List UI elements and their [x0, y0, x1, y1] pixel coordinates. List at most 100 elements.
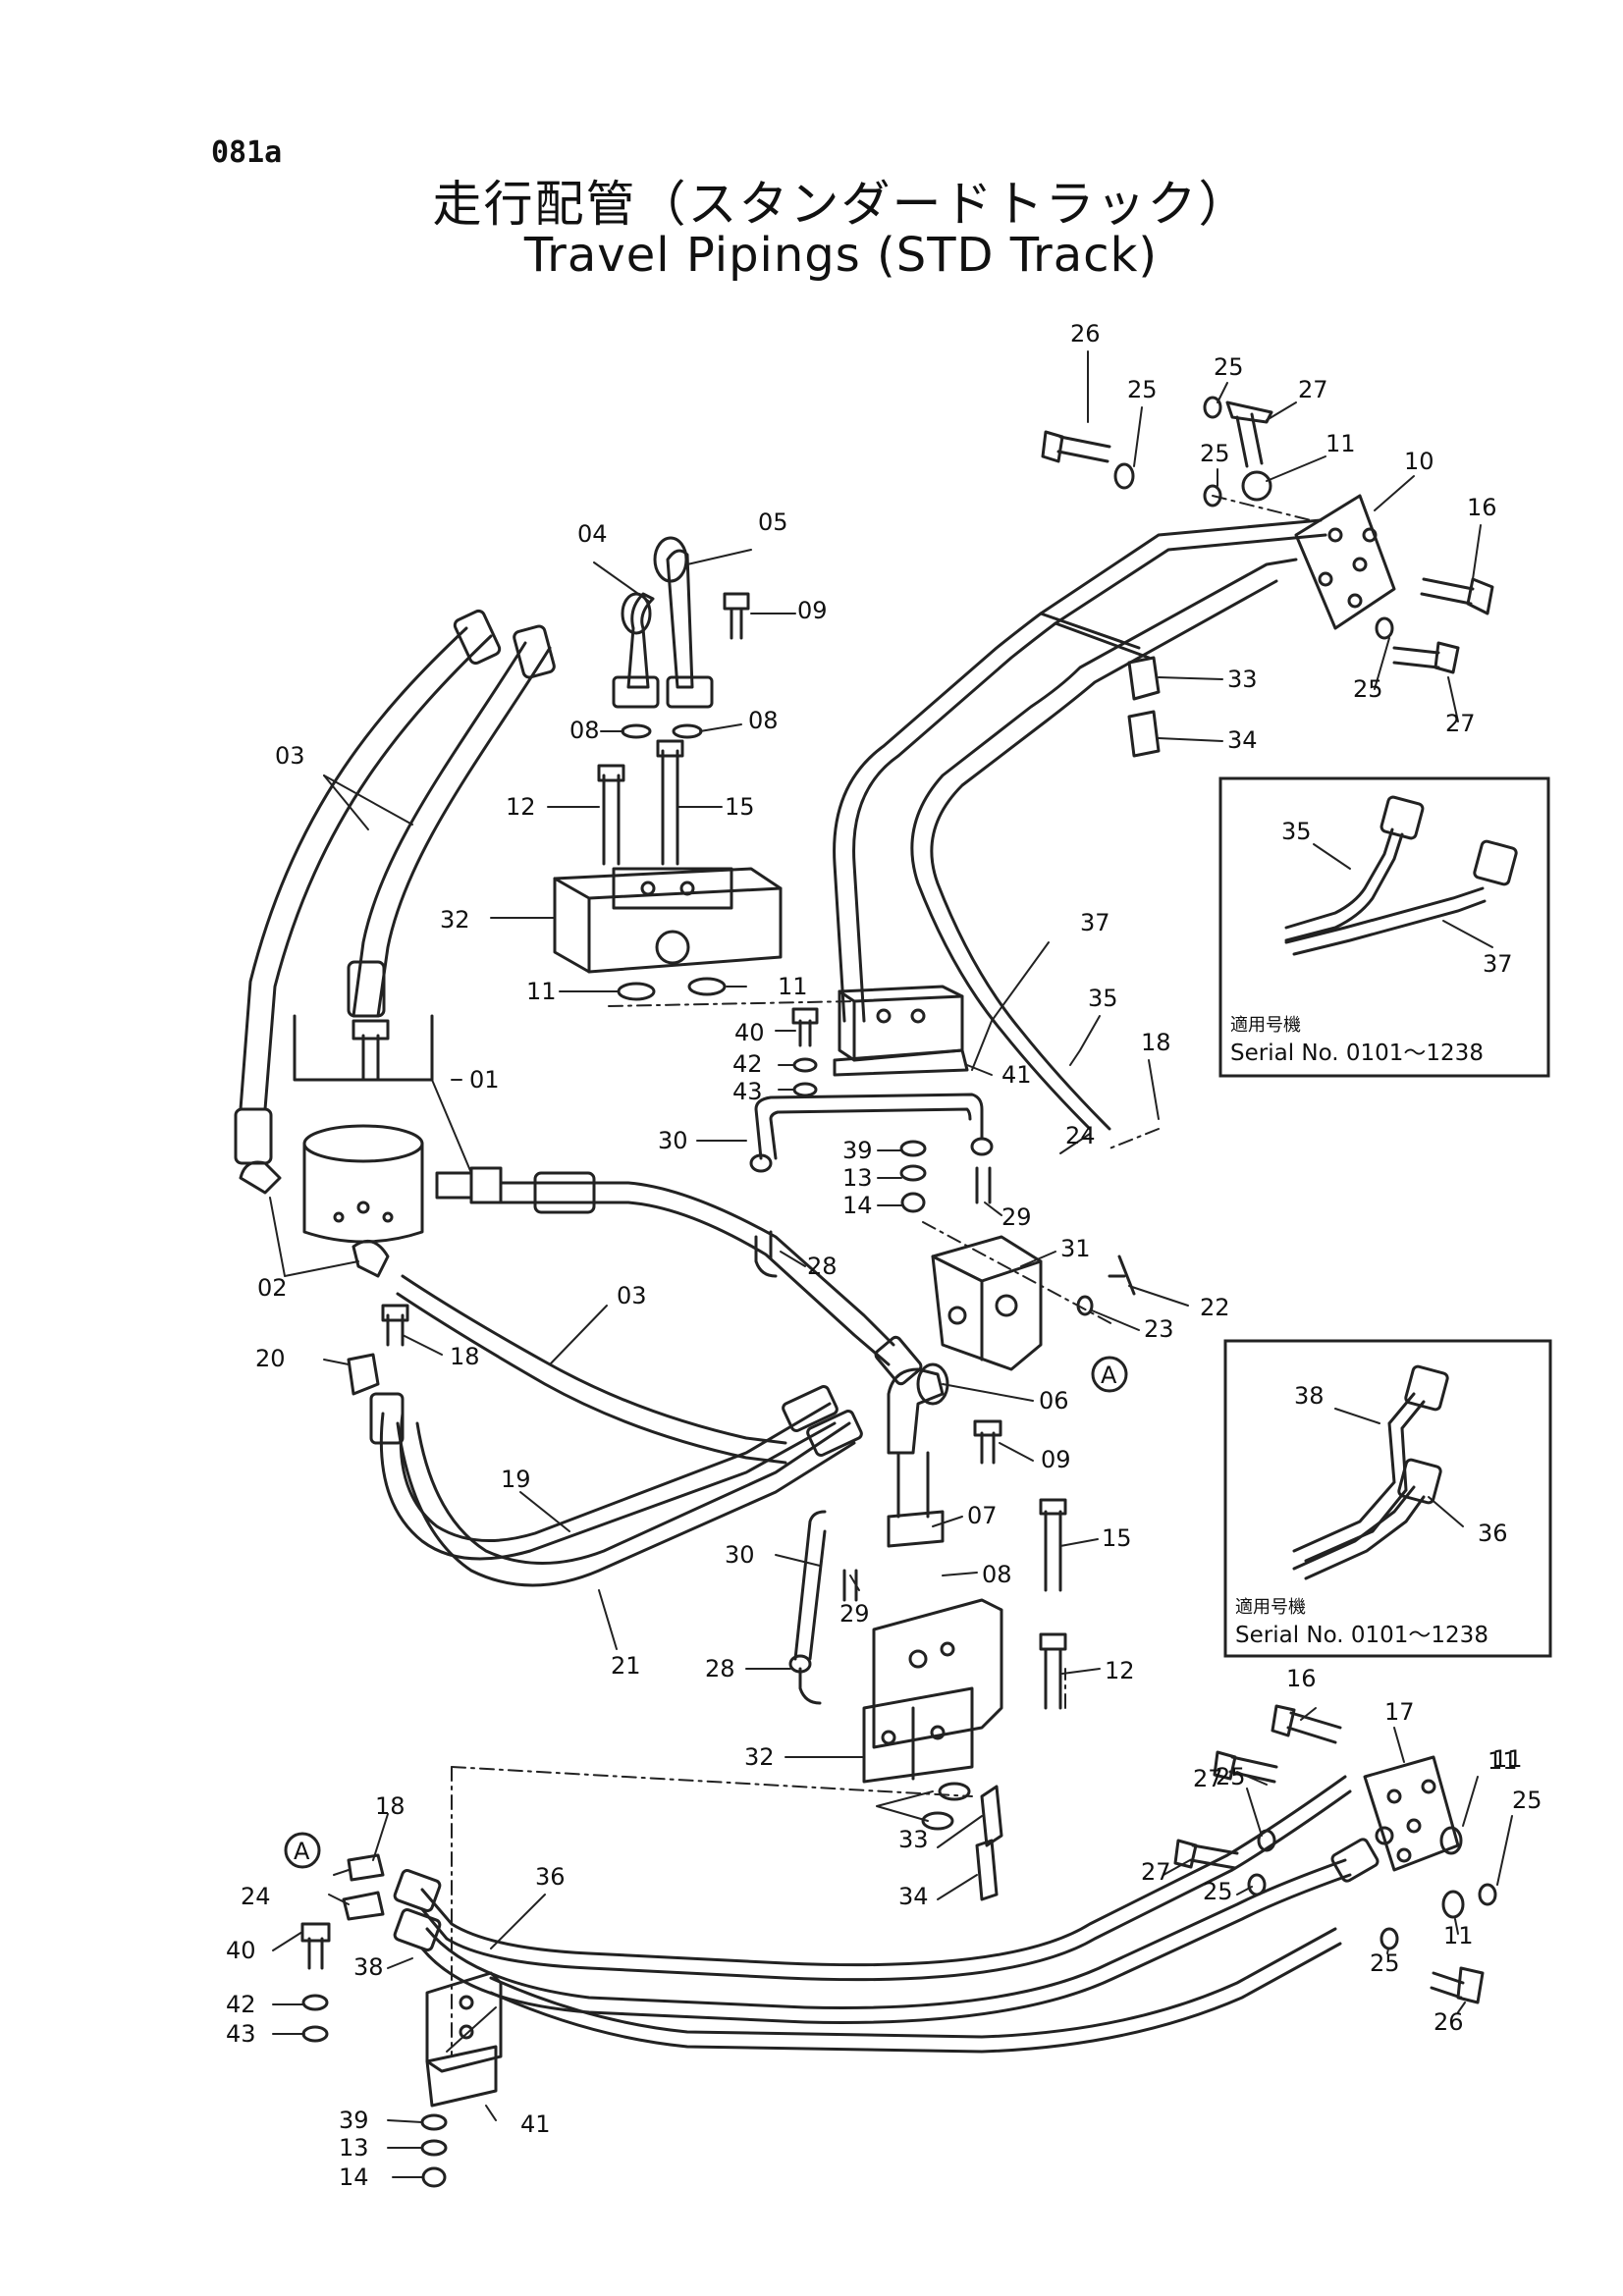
callout-14: 14	[842, 1192, 873, 1219]
callout-28: 28	[705, 1655, 735, 1682]
hose-03-upper-pair	[234, 609, 556, 1165]
callout-07: 07	[967, 1502, 998, 1529]
connector-a-lower: A	[294, 1838, 310, 1865]
callout-16: 16	[1467, 494, 1497, 521]
callout-18: 18	[1141, 1029, 1171, 1056]
title-japanese: 走行配管（スタンダードトラック）	[432, 176, 1250, 233]
callout-11: 11	[778, 973, 808, 1000]
callout-40: 40	[226, 1937, 256, 1964]
connector-a-upper: A	[1101, 1362, 1117, 1389]
callout-26: 26	[1434, 2008, 1464, 2036]
callout-27: 27	[1298, 376, 1328, 403]
inset-bottom-label-38: 38	[1294, 1382, 1325, 1410]
callout-36: 36	[535, 1863, 566, 1891]
pipes-35-37-upper	[833, 518, 1327, 1131]
callout-25: 25	[1216, 1763, 1246, 1790]
relief-valve-31	[931, 1235, 1043, 1371]
callout-19: 19	[501, 1466, 531, 1493]
inset-bottom: 38 36 適用号機 Serial No. 0101～1238	[1223, 1339, 1552, 1658]
callout-34: 34	[898, 1883, 929, 1910]
inset-top-serial: Serial No. 0101～1238	[1230, 1041, 1484, 1066]
callout-11: 11	[1488, 1747, 1518, 1775]
inset-bottom-label-36: 36	[1478, 1520, 1508, 1547]
inset-top-applicable: 適用号機	[1230, 1015, 1301, 1036]
callout-30: 30	[658, 1127, 688, 1154]
callout-11: 11	[1325, 430, 1356, 457]
callout-08: 08	[748, 707, 779, 734]
callout-33: 33	[1227, 666, 1258, 693]
callout-29: 29	[1001, 1203, 1032, 1231]
connector-markers	[284, 1356, 1128, 1869]
callout-16: 16	[1286, 1665, 1317, 1692]
callout-40: 40	[734, 1019, 765, 1046]
callout-15: 15	[1102, 1524, 1132, 1552]
bolt-12-upper	[597, 764, 625, 866]
callout-05: 05	[758, 508, 788, 536]
callout-37: 37	[1080, 909, 1110, 936]
manifold-41-upper	[833, 985, 969, 1077]
callout-31: 31	[1060, 1235, 1091, 1262]
callout-20: 20	[255, 1345, 286, 1372]
inset-bottom-applicable: 適用号機	[1235, 1597, 1306, 1618]
elbow-fittings-04-05	[612, 536, 714, 739]
callout-42: 42	[732, 1050, 763, 1078]
callout-21: 21	[611, 1652, 641, 1680]
callout-22: 22	[1200, 1294, 1230, 1321]
callout-25: 25	[1353, 675, 1383, 703]
title-english: Travel Pipings (STD Track)	[523, 228, 1159, 283]
callout-24: 24	[1065, 1122, 1096, 1149]
callout-24: 24	[241, 1883, 271, 1910]
bolt-15-upper	[656, 739, 684, 866]
callout-26: 26	[1070, 320, 1101, 347]
callout-08: 08	[982, 1561, 1012, 1588]
callout-25: 25	[1203, 1878, 1233, 1905]
callout-30: 30	[725, 1541, 755, 1569]
callout-25: 25	[1214, 353, 1244, 381]
callout-12: 12	[506, 793, 536, 821]
callout-04: 04	[577, 520, 608, 548]
callout-29: 29	[839, 1600, 870, 1628]
callout-32: 32	[744, 1743, 775, 1771]
callout-01: 01	[469, 1066, 500, 1094]
callout-03: 03	[275, 742, 305, 770]
callout-28: 28	[807, 1253, 838, 1280]
callout-13: 13	[842, 1164, 873, 1192]
flange-10	[1294, 494, 1396, 630]
callout-27: 27	[1445, 710, 1476, 737]
callout-41: 41	[1001, 1061, 1032, 1089]
callout-34: 34	[1227, 726, 1258, 754]
callout-02: 02	[257, 1274, 288, 1302]
inset-top: 35 37 適用号機 Serial No. 0101～1238	[1218, 776, 1550, 1078]
page-number: 081a	[211, 135, 283, 170]
callout-15: 15	[725, 793, 755, 821]
callout-13: 13	[339, 2134, 369, 2162]
flange-17	[1363, 1755, 1460, 1872]
callout-43: 43	[732, 1078, 763, 1105]
callout-14: 14	[339, 2163, 369, 2191]
callout-25: 25	[1127, 376, 1158, 403]
callout-43: 43	[226, 2020, 256, 2048]
callout-03: 03	[617, 1282, 647, 1309]
callout-12: 12	[1105, 1657, 1135, 1684]
callout-39: 39	[339, 2107, 369, 2134]
callout-23: 23	[1144, 1315, 1174, 1343]
callout-38: 38	[353, 1953, 384, 1981]
callout-11: 11	[526, 978, 557, 1005]
callout-42: 42	[226, 1991, 256, 2018]
callout-10: 10	[1404, 448, 1434, 475]
callout-27: 27	[1193, 1765, 1223, 1792]
inset-bottom-serial: Serial No. 0101～1238	[1235, 1623, 1488, 1648]
callout-18: 18	[375, 1792, 406, 1820]
inset-top-label-35: 35	[1281, 818, 1312, 845]
callout-35: 35	[1088, 985, 1118, 1012]
manifold-41-lower	[425, 1971, 503, 2108]
callout-39: 39	[842, 1137, 873, 1164]
pipes-36-38-lower	[393, 1775, 1380, 2054]
callout-18: 18	[450, 1343, 480, 1370]
callout-32: 32	[440, 906, 470, 934]
callout-11: 11	[1443, 1922, 1474, 1949]
control-valve-32-upper	[553, 867, 783, 974]
